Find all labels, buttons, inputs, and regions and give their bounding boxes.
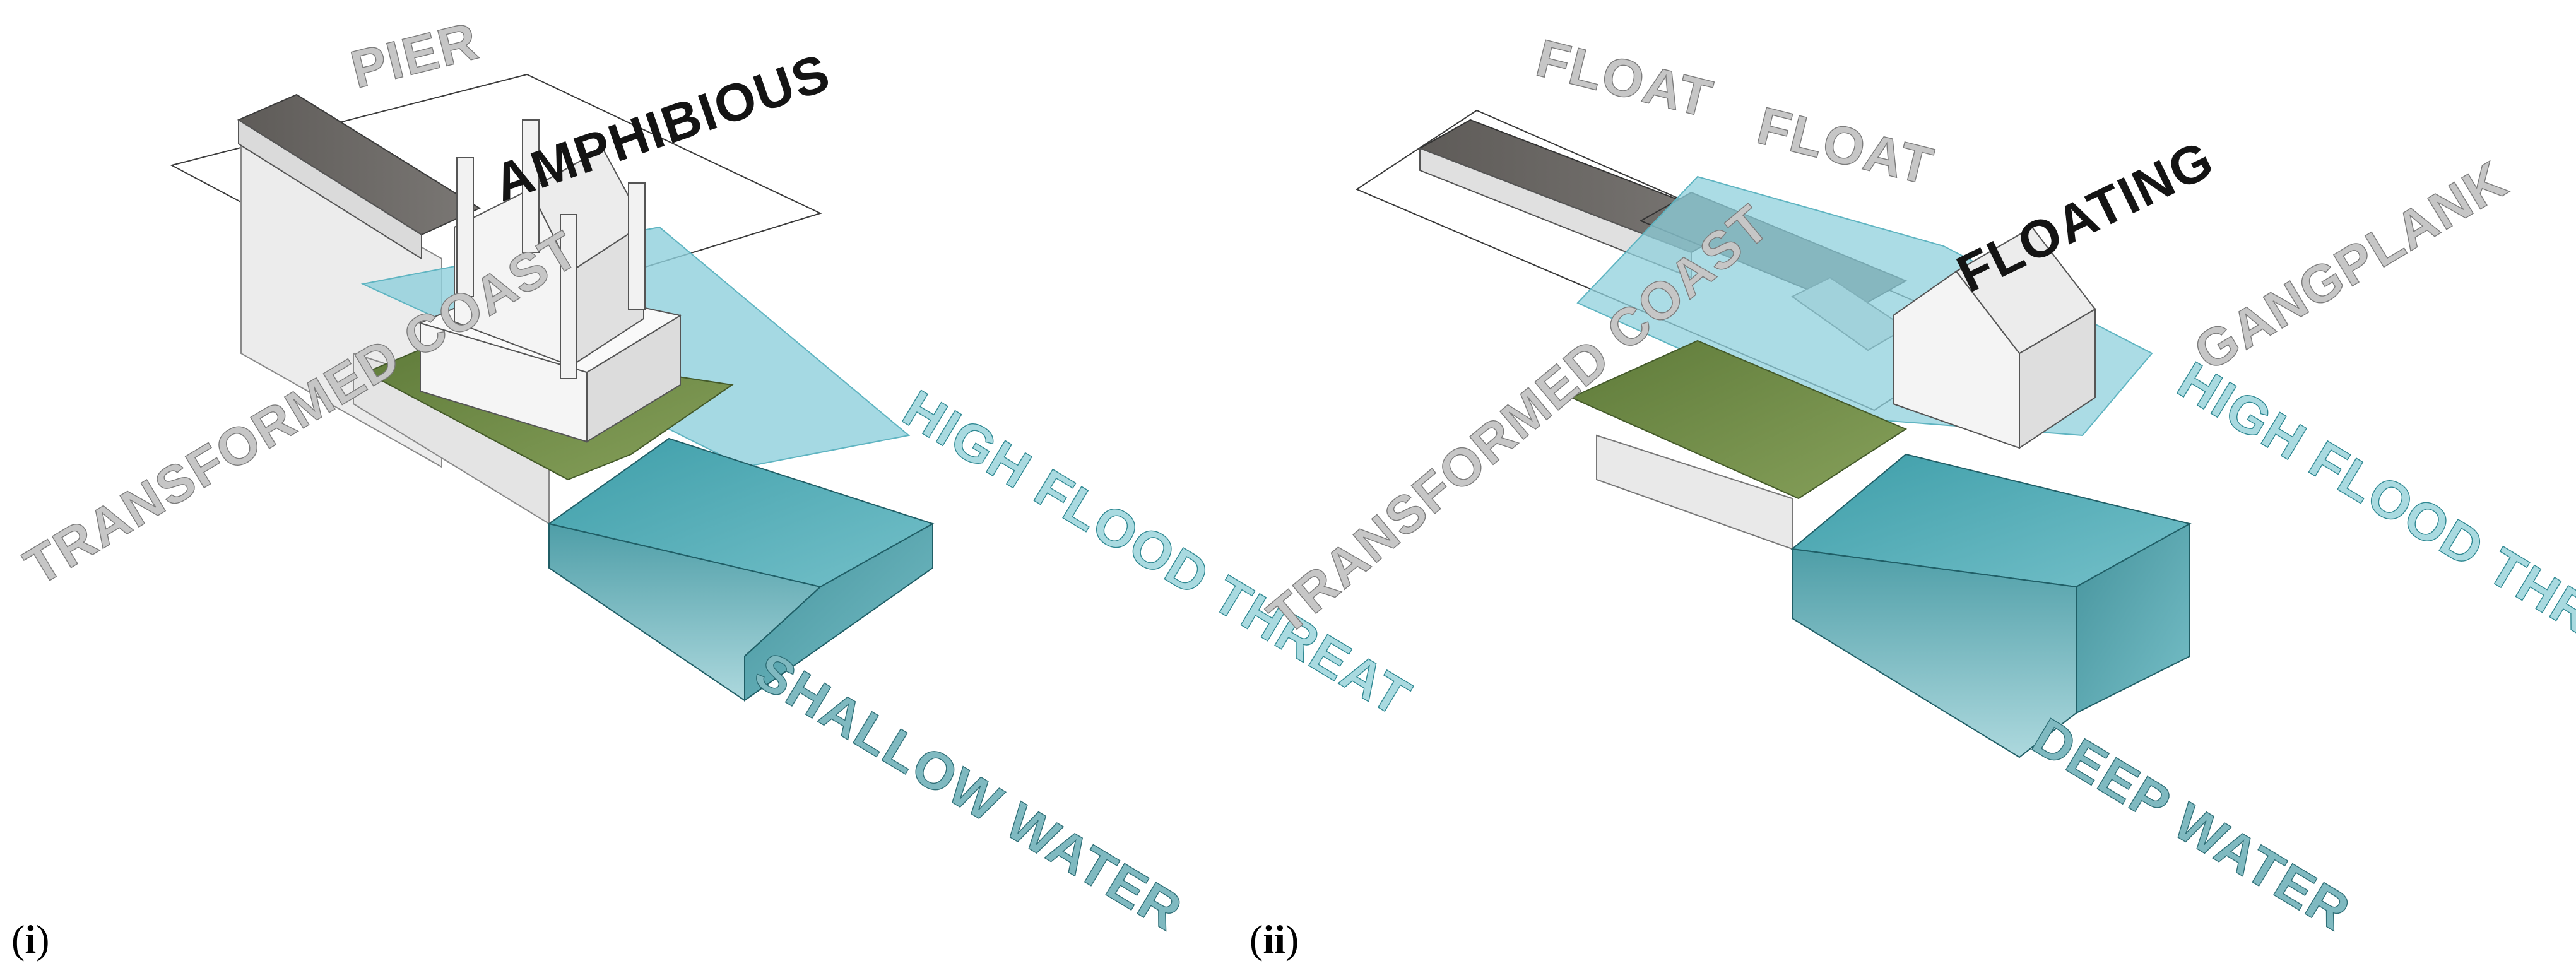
pier-side <box>238 119 422 260</box>
panel-label-i: (i) <box>11 917 49 962</box>
label-float-2: FLOAT <box>1752 95 1940 196</box>
label-shallow-water: SHALLOW WATER <box>745 640 1193 942</box>
guide-post-4 <box>628 182 646 310</box>
guide-post-2 <box>522 119 540 253</box>
label-float-1: FLOAT <box>1531 28 1719 129</box>
label-deep-water: DEEP WATER <box>2023 707 2361 942</box>
deep-water-side <box>2076 522 2190 714</box>
label-floating: FLOATING <box>1948 129 2223 304</box>
grass-strip-ii <box>1569 339 1908 500</box>
panel-label-ii: (ii) <box>1250 917 1299 962</box>
floating-house-roof <box>1955 226 2096 355</box>
panel-ii-diagram: FLOAT FLOAT FLOATING GANGPLANK TRANSFORM… <box>1250 28 2576 962</box>
guide-post-1 <box>456 157 474 297</box>
panel-i-diagram: PIER AMPHIBIOUS TRANSFORMED COAST HIGH F… <box>11 10 1422 962</box>
label-pier: PIER <box>345 11 485 100</box>
deep-water-front <box>1792 548 2077 758</box>
guide-post-3 <box>560 214 577 379</box>
label-gangplank: GANGPLANK <box>2184 150 2517 382</box>
shallow-water-side <box>744 522 933 702</box>
label-high-flood-threat-ii: HIGH FLOOD THREAT <box>2168 350 2576 700</box>
